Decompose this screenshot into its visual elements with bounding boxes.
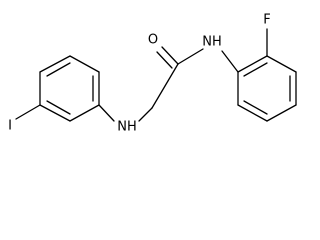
double-bond-inner (46, 100, 71, 115)
double-bond-inner (46, 62, 71, 77)
bond-co-nh (177, 48, 204, 65)
bond-ring-nh (98, 104, 115, 122)
bond (39, 104, 71, 122)
fluorophenyl-ring (237, 55, 297, 122)
fluorine-label: F (263, 13, 270, 28)
bond (69, 55, 100, 73)
iodophenyl-ring (39, 55, 100, 122)
bond (266, 104, 297, 122)
bond-c-i (15, 104, 41, 120)
bond-c-o-double (156, 51, 173, 69)
double-bond-inner (243, 100, 268, 115)
iodine-label: I (8, 119, 12, 134)
amine-nh-label: NH (117, 120, 137, 135)
bond (266, 55, 297, 73)
oxygen-label: O (148, 33, 158, 48)
chemical-structure-diagram: O NH NH F I (8, 13, 297, 135)
double-bond-inner (243, 62, 268, 77)
bond-ch2-co (151, 63, 179, 109)
bond-nh-ring (221, 50, 239, 73)
bond-c-o (161, 46, 179, 65)
bond (69, 104, 100, 122)
bond (237, 55, 268, 73)
bond (39, 55, 71, 73)
amide-nh-label: NH (202, 35, 222, 50)
bond-nh-ch2 (138, 107, 153, 122)
bond (237, 104, 268, 122)
